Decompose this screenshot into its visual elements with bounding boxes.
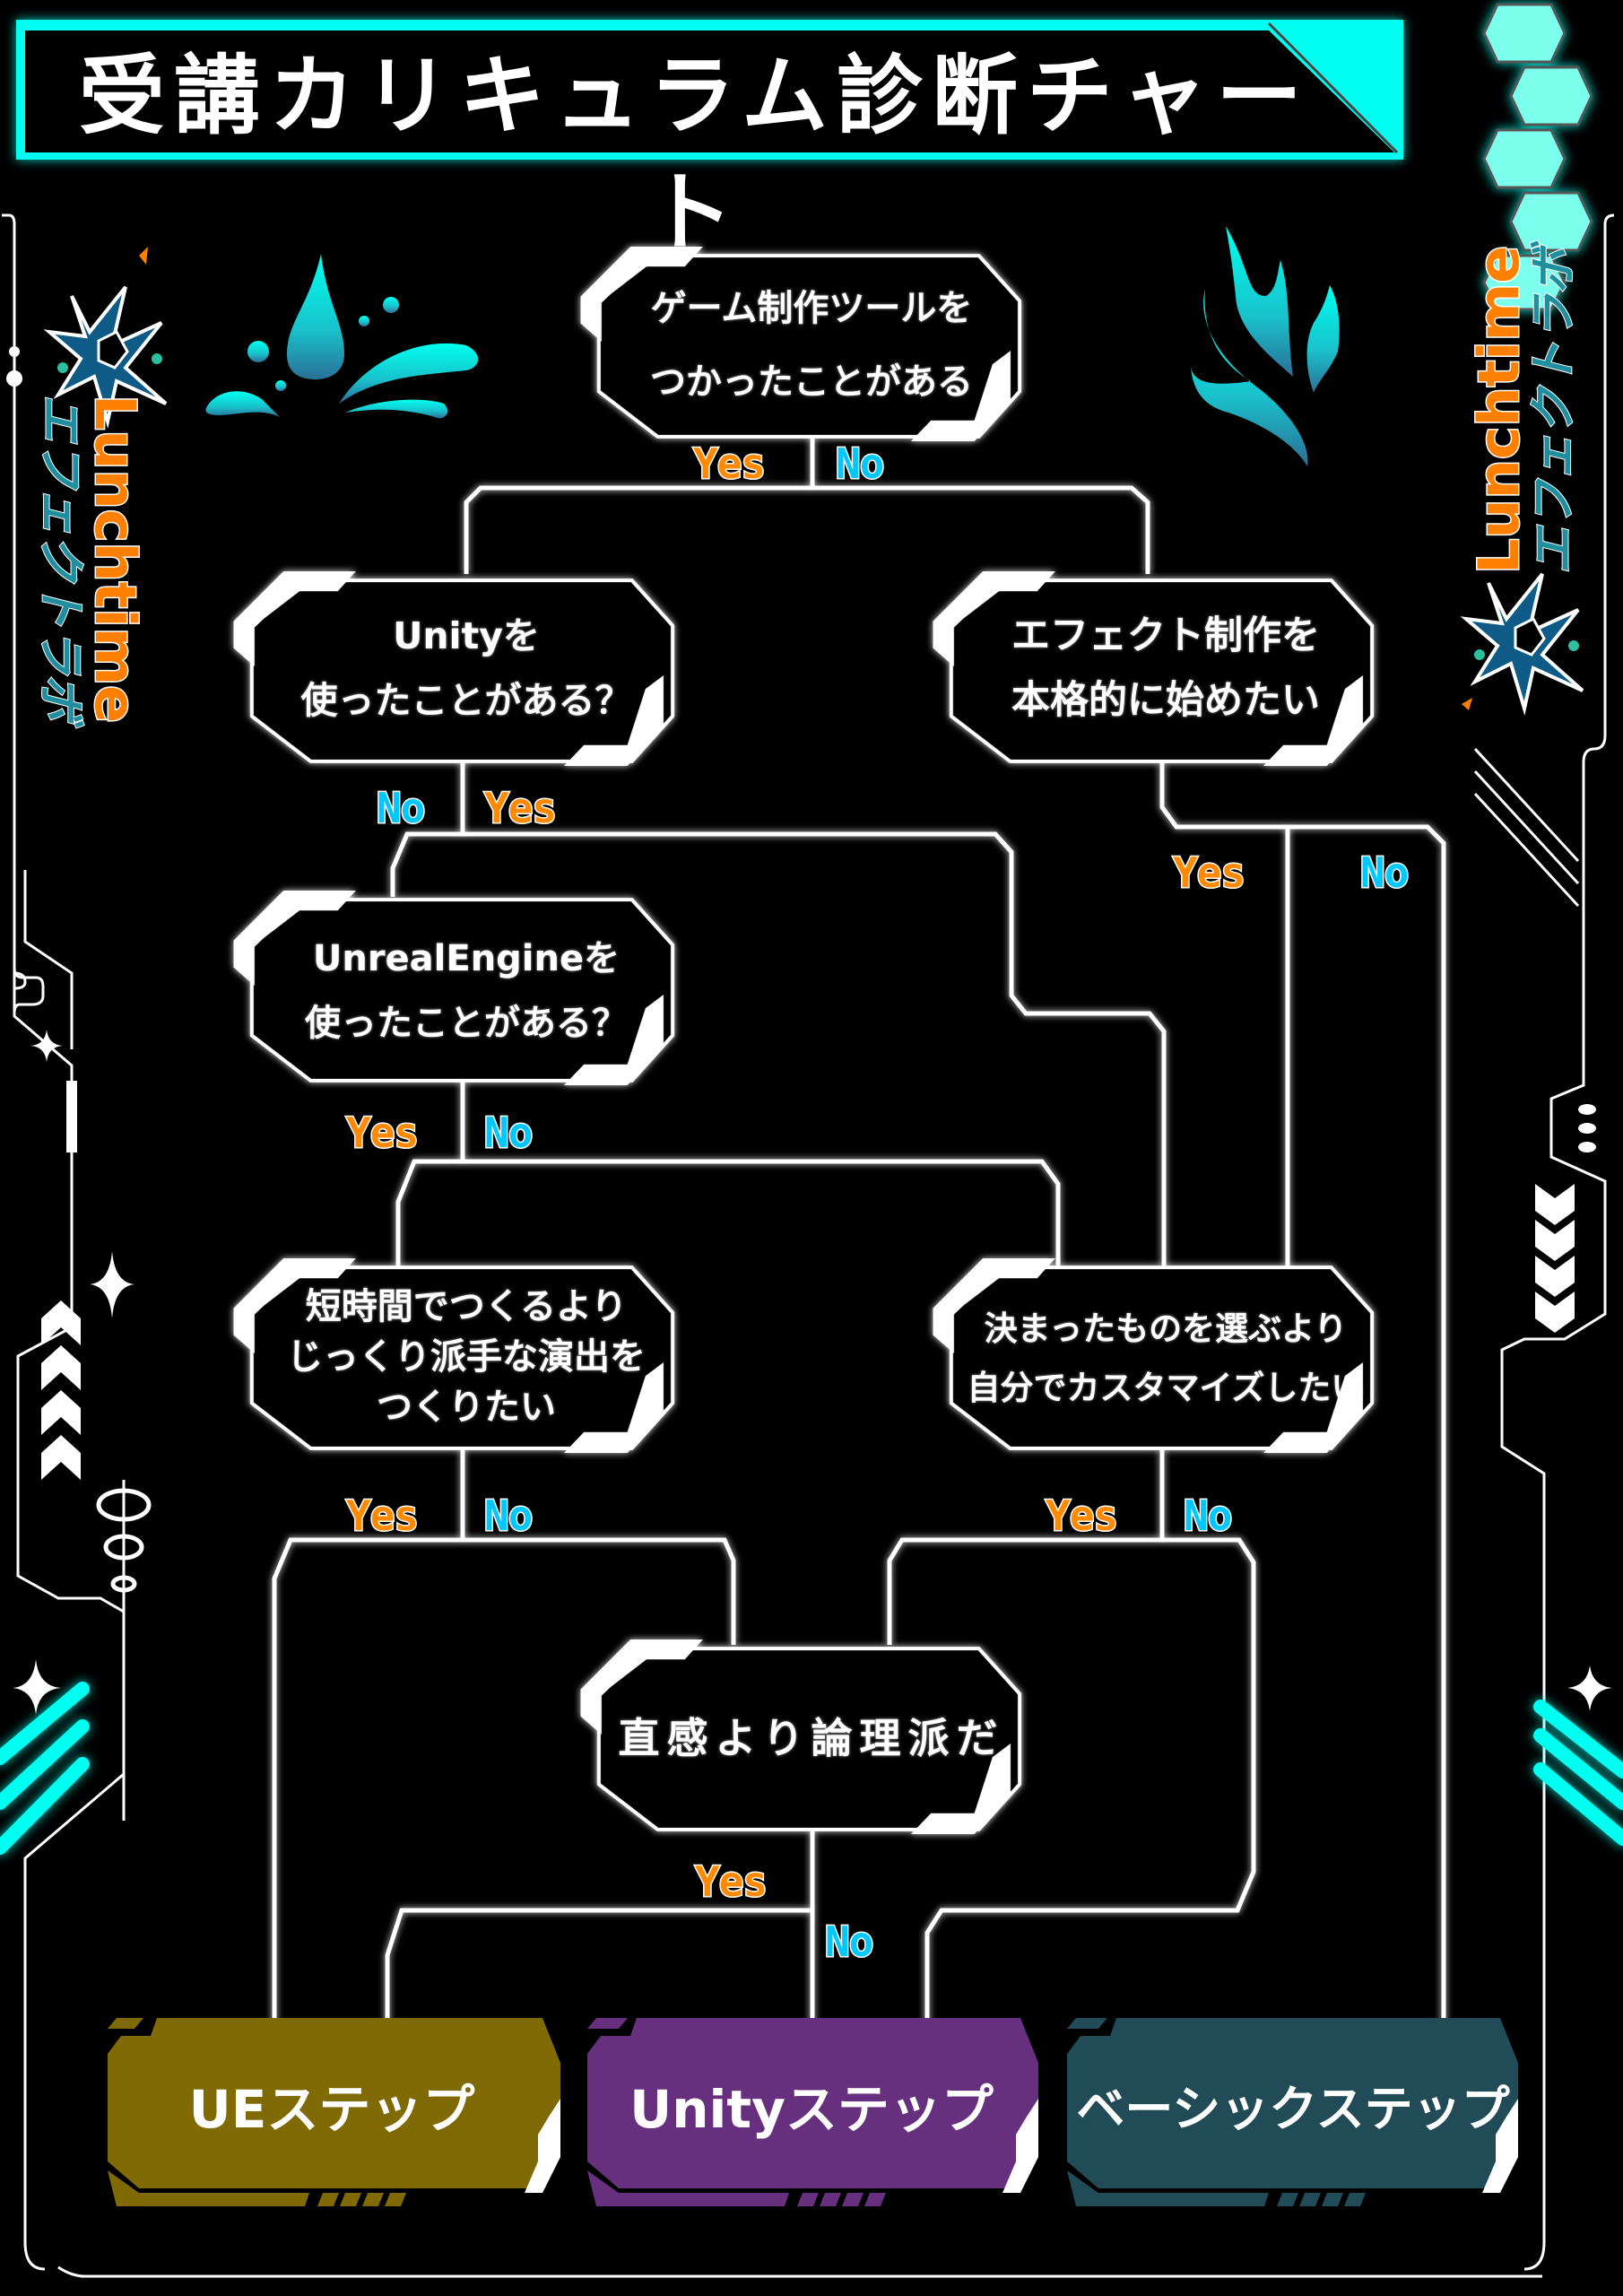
q4-no-label: No <box>482 1109 534 1157</box>
sparkle-icon <box>13 1030 1612 1715</box>
question-1: ゲーム制作ツールを つかったことがある <box>619 269 1004 422</box>
result-ue-label[interactable]: UEステップ <box>188 2079 475 2140</box>
q6-no-label: No <box>1182 1492 1233 1540</box>
logo-latin-text: Lunchtime <box>82 394 150 725</box>
page-title: 受講カリキュラム診断チャート <box>78 46 1312 263</box>
result-box-basic[interactable] <box>1067 2018 1518 2206</box>
logo-right: Lunchtime エフェクトラボ <box>1465 244 1583 575</box>
q6-yes-label: Yes <box>1044 1492 1119 1540</box>
question-1-line-1: ゲーム制作ツールを <box>650 288 973 329</box>
cyan-stripes-left <box>0 1682 90 1855</box>
question-3: エフェクト制作を 本格的に始めたい <box>968 601 1363 735</box>
hexagon-icon <box>1482 3 1593 311</box>
burst-icon <box>1460 572 1584 716</box>
question-7: 直感より論理派だ <box>618 1668 1005 1803</box>
question-6-line-2: 自分でカスタマイズしたい <box>967 1369 1365 1407</box>
question-2-line-2: 使ったことがある？ <box>300 679 632 722</box>
question-4-line-2: 使ったことがある？ <box>305 1003 628 1044</box>
connector-lines <box>272 434 1446 2023</box>
result-box-ue[interactable] <box>108 2018 560 2206</box>
logo-japanese-text: エフェクトラボ <box>32 394 88 722</box>
question-5-line-3: つくりたい <box>377 1386 556 1428</box>
question-6: 決まったものを選ぶより 自分でカスタマイズしたい <box>959 1292 1372 1426</box>
q2-yes-label: Yes <box>482 784 558 832</box>
flame-icon <box>1191 226 1340 466</box>
right-frame <box>1500 213 1615 2271</box>
logo-left: Lunchtime エフェクトラボ <box>32 394 150 725</box>
logo-latin-text: Lunchtime <box>1465 244 1533 575</box>
chevron-up-icon <box>41 1300 81 1480</box>
question-3-line-2: 本格的に始めたい <box>1011 678 1320 723</box>
logo-japanese-text: エフェクトラボ <box>1526 247 1582 575</box>
question-4-line-1: UnrealEngineを <box>312 938 621 979</box>
question-7-line-1: 直感より論理派だ <box>618 1714 1005 1762</box>
q1-no-label: No <box>834 439 885 488</box>
q5-no-label: No <box>482 1492 534 1540</box>
q2-no-label: No <box>375 784 426 832</box>
result-box-unity[interactable] <box>587 2018 1038 2206</box>
chevron-down-icon <box>1535 1184 1575 1333</box>
question-1-line-2: つかったことがある <box>650 361 973 403</box>
left-frame <box>2 213 126 2271</box>
burst-icon <box>43 247 168 429</box>
title-banner <box>16 20 1403 160</box>
q7-yes-label: Yes <box>693 1857 768 1906</box>
cyan-stripes-right <box>1533 1700 1623 1846</box>
q4-yes-label: Yes <box>344 1109 420 1157</box>
question-5: 短時間でつくるより じっくり派手な演出を つくりたい <box>269 1278 664 1435</box>
diagonal-lines <box>1473 747 1580 908</box>
result-basic-label[interactable]: ベーシックステップ <box>1076 2081 1510 2137</box>
question-3-line-1: エフェクト制作を <box>1011 613 1320 658</box>
water-splash-icon <box>205 254 479 419</box>
bottom-frame <box>57 2266 1542 2278</box>
q3-yes-label: Yes <box>1171 848 1246 897</box>
target-circles <box>96 1480 152 1821</box>
q7-no-label: No <box>823 1918 874 1966</box>
question-2: Unityを 使ったことがある？ <box>269 601 664 735</box>
question-6-line-1: 決まったものを選ぶより <box>984 1309 1348 1348</box>
right-frame-accents <box>1578 1104 1596 1152</box>
result-unity-label[interactable]: Unityステップ <box>629 2079 994 2140</box>
question-2-line-1: Unityを <box>393 614 540 657</box>
question-4: UnrealEngineを 使ったことがある？ <box>269 924 664 1058</box>
question-5-line-2: じっくり派手な演出を <box>287 1335 646 1378</box>
left-frame-accents <box>6 346 77 1152</box>
q5-yes-label: Yes <box>344 1492 420 1540</box>
q3-no-label: No <box>1358 848 1410 897</box>
question-5-line-1: 短時間でつくるより <box>305 1285 628 1327</box>
q1-yes-label: Yes <box>691 439 767 488</box>
